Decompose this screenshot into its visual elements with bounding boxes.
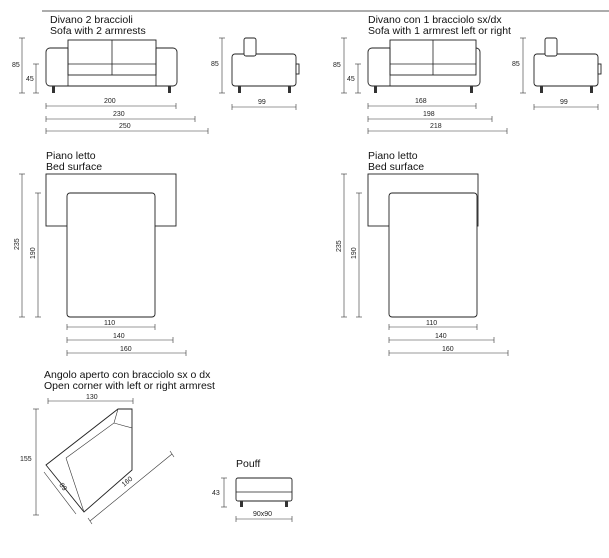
corner-inner-lines	[65, 408, 133, 513]
sofa2-front-view	[45, 39, 178, 93]
sofa2-width-dims: 200 230 250	[45, 98, 209, 134]
sofa1-side-handle	[597, 63, 602, 75]
bed2-length-bed: 190	[351, 247, 358, 259]
sofa1-title-en: Sofa with 1 armrest left or right	[368, 25, 511, 37]
corner-height: 155	[20, 456, 32, 463]
sofa2-foot-right	[168, 86, 171, 93]
sofa2-title-en: Sofa with 2 armrests	[50, 25, 146, 37]
sofa2-side-view: 85 99	[211, 37, 300, 110]
bed2-width-b: 140	[435, 333, 447, 340]
sofa2-title-it: Divano 2 braccioli	[50, 14, 133, 26]
sofa2-side-back	[243, 37, 257, 57]
sofa2-foot-left	[52, 86, 55, 93]
bed2-length-total: 235	[336, 240, 343, 252]
sofa2-height-seat: 45	[26, 76, 34, 83]
pouff-body	[235, 477, 293, 502]
bed2-title-en: Bed surface	[368, 161, 425, 173]
sofa1-side-foot-left	[540, 86, 543, 93]
sofa2-side-body	[231, 53, 297, 87]
bed1-mattress	[66, 192, 156, 318]
bed2-width-c: 160	[442, 346, 454, 353]
bed2-title-it: Piano letto	[368, 150, 418, 162]
corner-caption: Angolo aperto con bracciolo sx o dx Open…	[44, 370, 215, 392]
bed2-caption: Piano letto Bed surface	[368, 151, 424, 173]
bed1-length-total: 235	[14, 238, 21, 250]
sofa1-side-depth: 99	[560, 99, 568, 106]
sofa2-width-mid: 230	[113, 111, 125, 118]
sofa1-caption: Divano con 1 bracciolo sx/dx Sofa with 1…	[368, 15, 511, 37]
bed1-plan: 235 190 110 140 160	[14, 173, 187, 356]
sofa1-side-back	[544, 37, 558, 57]
sofa1-height-dims: 85 45	[333, 37, 361, 94]
sofa1-front-view	[367, 39, 481, 93]
pouff-foot-right	[285, 501, 288, 507]
bed2-mattress	[388, 192, 478, 318]
corner-plan: 130 155 89 160	[20, 394, 175, 525]
sofa1-width-seat: 168	[415, 98, 427, 105]
sofa2-width-seat: 200	[104, 98, 116, 105]
pouff-caption: Pouff	[236, 459, 260, 470]
sofa1-width-mid: 198	[423, 111, 435, 118]
bed1-width-a: 110	[104, 320, 115, 327]
bed1-width-b: 140	[113, 333, 125, 340]
sofa1-side-body	[533, 53, 599, 87]
pouff-title: Pouff	[236, 458, 261, 470]
sofa1-width-dims: 168 198 218	[367, 98, 508, 134]
sofa2-height-dims: 85 45	[12, 37, 39, 94]
sofa2-side-foot-right	[288, 86, 291, 93]
pouff-height: 43	[212, 490, 220, 497]
bed2-width-a: 110	[426, 320, 437, 327]
corner-top-width: 130	[86, 394, 98, 401]
pouff-front-view: 43 90x90	[212, 477, 293, 522]
sofa1-width-total: 218	[430, 123, 442, 130]
sofa1-height-seat: 45	[347, 76, 355, 83]
bed1-width-c: 160	[120, 346, 132, 353]
corner-title-it: Angolo aperto con bracciolo sx o dx	[44, 369, 211, 381]
bed1-title-it: Piano letto	[46, 150, 96, 162]
sofa1-title-it: Divano con 1 bracciolo sx/dx	[368, 14, 502, 26]
sofa1-side-foot-right	[590, 86, 593, 93]
sofa2-side-height: 85	[211, 61, 219, 68]
sofa1-side-height: 85	[512, 61, 520, 68]
corner-title-en: Open corner with left or right armrest	[44, 380, 215, 392]
sofa2-side-depth: 99	[258, 99, 266, 106]
sofa2-width-total: 250	[119, 123, 131, 130]
sofa1-height-total: 85	[333, 62, 341, 69]
sofa1-foot-right	[470, 86, 473, 93]
sofa1-foot-left	[374, 86, 377, 93]
pouff-size: 90x90	[253, 511, 272, 518]
corner-inner-dim: 89	[57, 482, 67, 493]
sofa2-side-foot-left	[238, 86, 241, 93]
bed1-caption: Piano letto Bed surface	[46, 151, 102, 173]
pouff-foot-left	[240, 501, 243, 507]
sofa2-side-handle	[295, 63, 300, 75]
bed1-title-en: Bed surface	[46, 161, 103, 173]
corner-outline	[45, 408, 133, 513]
bed2-plan: 235 190 110 140 160	[336, 173, 509, 356]
bed1-length-bed: 190	[30, 247, 37, 259]
sofa2-caption: Divano 2 braccioli Sofa with 2 armrests	[50, 15, 146, 37]
sofa1-side-view: 85 99	[512, 37, 602, 110]
sofa2-height-total: 85	[12, 62, 20, 69]
